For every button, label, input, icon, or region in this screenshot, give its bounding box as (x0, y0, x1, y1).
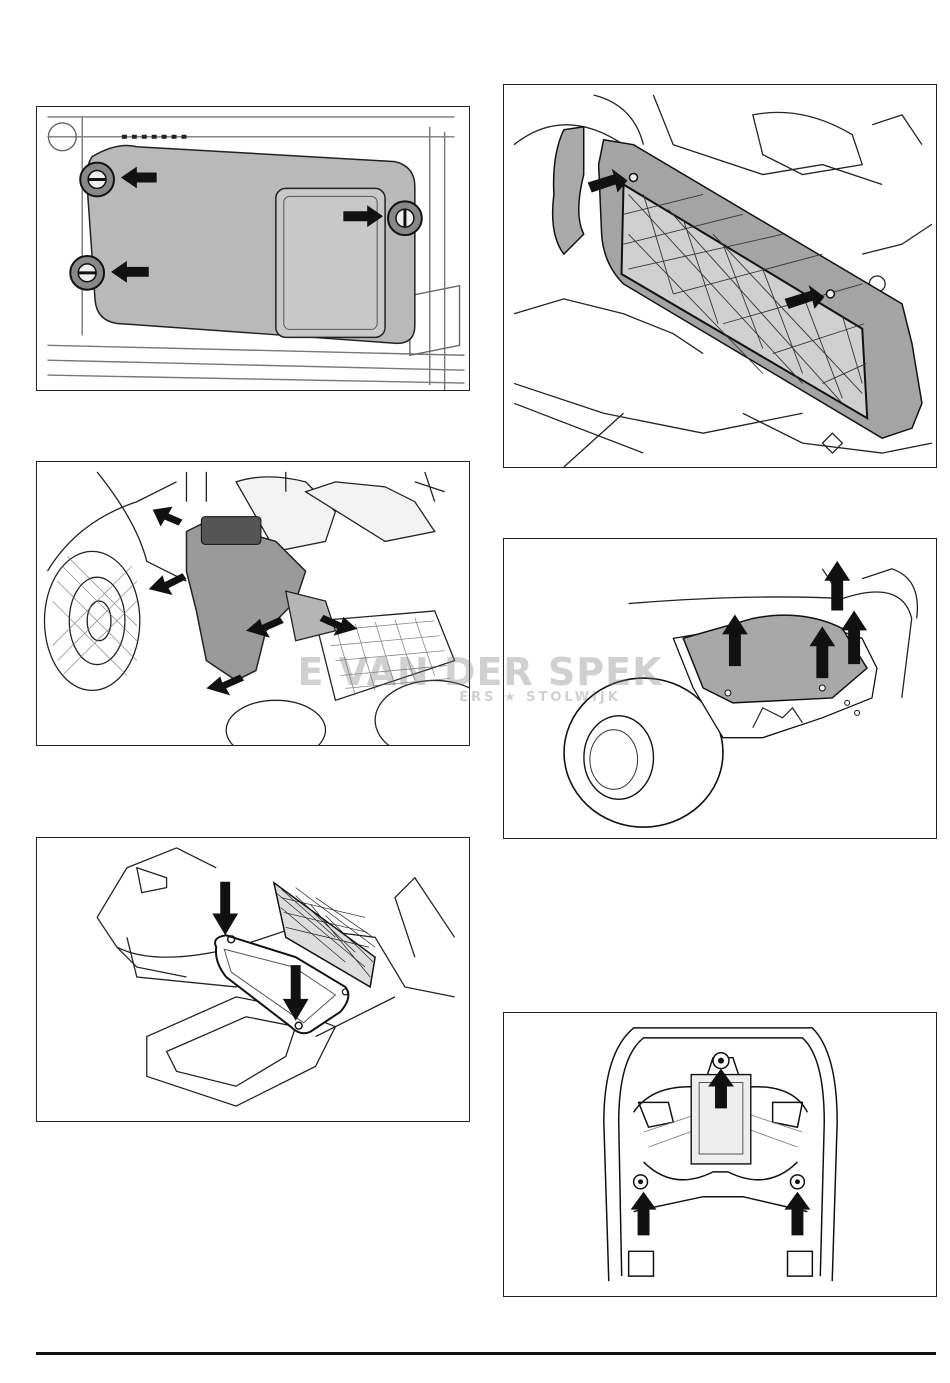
fender-cover (683, 615, 867, 703)
figure-rear-frame-screws (503, 1012, 937, 1297)
figure-side-panel-removal (36, 461, 470, 746)
battery-cover-illustration (504, 85, 936, 467)
figure-floor-cover-screws (36, 837, 470, 1122)
arrow-up-icon (785, 1192, 811, 1236)
knob-icon (388, 201, 422, 235)
arrow-down-icon (212, 882, 238, 936)
arrow-up-left-icon (153, 507, 183, 527)
arrow-up-icon (631, 1192, 657, 1236)
figure-side-cover-knobs (36, 106, 470, 391)
arrow-left-icon (149, 573, 187, 595)
knob-icon (80, 163, 114, 197)
footer-rule (36, 1352, 936, 1355)
side-cover-illustration (37, 107, 469, 390)
arrow-left-icon (206, 674, 244, 695)
arrow-up-icon (824, 561, 850, 611)
side-panel-illustration (37, 462, 469, 745)
figure-battery-cover-net (503, 84, 937, 468)
figure-fender-cover-lift (503, 538, 937, 839)
floor-cover-illustration (37, 838, 469, 1121)
fender-cover-illustration (504, 539, 936, 838)
knob-icon (70, 256, 104, 290)
rear-frame-illustration (504, 1013, 936, 1296)
